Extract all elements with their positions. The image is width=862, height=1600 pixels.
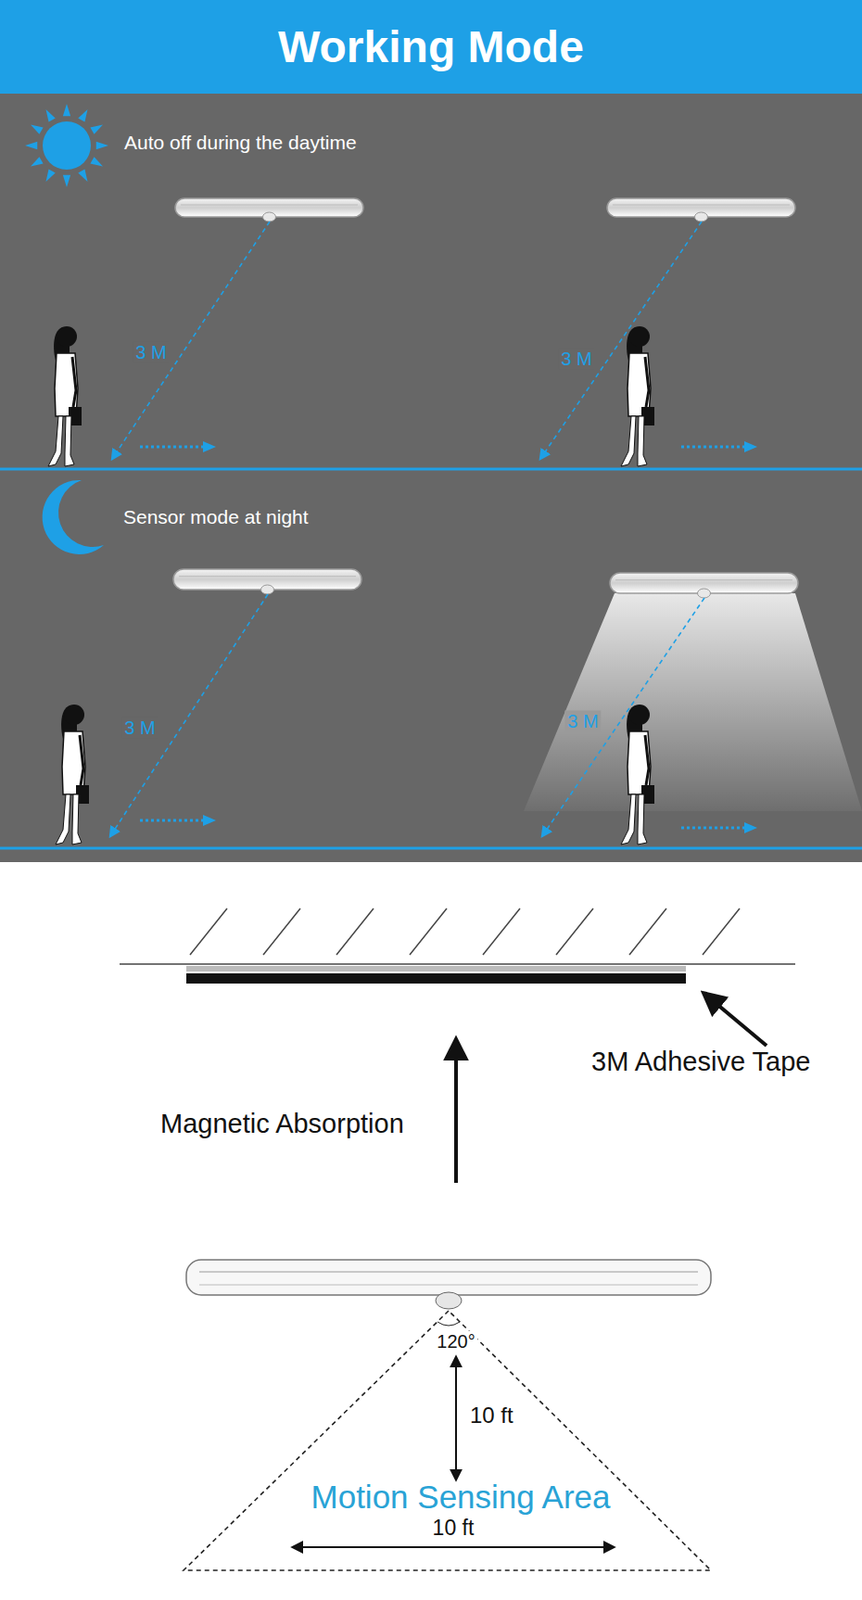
title-bar bbox=[0, 0, 862, 94]
sensing-area bbox=[183, 1310, 711, 1571]
light-tube bbox=[186, 1259, 711, 1309]
ground-line bbox=[0, 468, 862, 471]
detection-line bbox=[112, 221, 270, 459]
light-bar bbox=[175, 198, 364, 222]
up-arrow bbox=[454, 1039, 458, 1183]
part-label: Magnetic Absorption bbox=[160, 1108, 405, 1140]
moon-icon bbox=[42, 480, 104, 555]
width-dimension bbox=[292, 1546, 614, 1548]
angle-arc bbox=[437, 1321, 460, 1326]
person-figure bbox=[621, 326, 655, 467]
area-label: Motion Sensing Area bbox=[311, 1478, 611, 1516]
distance-label: 3 M bbox=[564, 710, 601, 733]
dimension-label: 10 ft bbox=[432, 1515, 475, 1540]
page-title: Working Mode bbox=[0, 0, 862, 94]
ground-line bbox=[0, 847, 862, 850]
detection-line bbox=[542, 597, 705, 837]
height-dimension bbox=[455, 1356, 457, 1480]
tape-layer bbox=[186, 965, 686, 972]
light-bar bbox=[609, 572, 799, 598]
light-bar bbox=[607, 198, 796, 222]
distance-label: 3 M bbox=[557, 348, 595, 370]
walk-arrow bbox=[681, 441, 758, 453]
magnetic-strip bbox=[186, 973, 686, 984]
sun-icon bbox=[25, 103, 109, 188]
gray-panel bbox=[0, 93, 862, 862]
distance-label: 3 M bbox=[121, 717, 158, 739]
ceiling-hatch bbox=[190, 908, 740, 955]
light-bar bbox=[173, 569, 362, 595]
mode-caption: Sensor mode at night bbox=[123, 506, 309, 529]
walk-arrow bbox=[681, 822, 758, 834]
part-label: 3M Adhesive Tape bbox=[591, 1046, 811, 1078]
dimension-label: 10 ft bbox=[469, 1402, 514, 1429]
person-figure bbox=[621, 704, 655, 845]
angle-label: 120° bbox=[433, 1331, 478, 1353]
light-beam bbox=[523, 593, 862, 812]
detection-line bbox=[110, 594, 268, 837]
mode-caption: Auto off during the daytime bbox=[124, 131, 357, 154]
leader-arrow bbox=[704, 993, 767, 1046]
detection-line bbox=[540, 221, 702, 459]
walk-arrow bbox=[139, 441, 216, 453]
person-figure bbox=[48, 326, 82, 467]
distance-label: 3 M bbox=[132, 342, 169, 364]
walk-arrow bbox=[139, 814, 216, 826]
person-figure bbox=[55, 704, 89, 845]
ceiling-line bbox=[119, 963, 796, 965]
